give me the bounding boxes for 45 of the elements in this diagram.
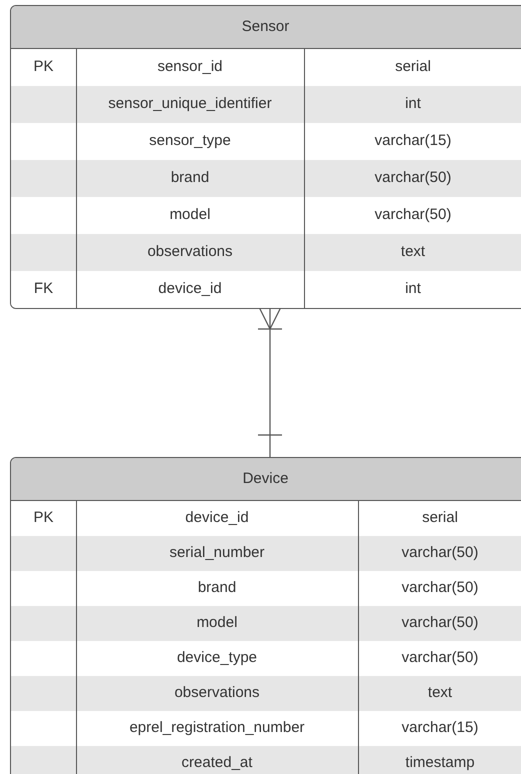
- column-type: varchar(50): [374, 168, 452, 188]
- table-row: [11, 86, 521, 123]
- column-name: observations: [147, 242, 233, 262]
- column-name: observations: [174, 683, 260, 704]
- column-name: device_type: [176, 648, 258, 668]
- key-label: FK: [34, 279, 54, 300]
- column-type: text: [428, 683, 452, 704]
- column-name: brand: [198, 578, 236, 598]
- column-name: device_id: [158, 279, 222, 300]
- column-type: varchar(15): [402, 718, 478, 738]
- table-header: Device: [11, 458, 521, 501]
- entity-table: [10, 457, 521, 774]
- table-row: [11, 160, 521, 197]
- column-name: sensor_unique_identifier: [108, 94, 272, 114]
- column-type: varchar(50): [402, 613, 478, 634]
- column-name: serial_number: [169, 543, 265, 564]
- table-row: [11, 606, 521, 641]
- column-type: int: [405, 94, 421, 114]
- column-name: sensor_id: [157, 57, 223, 78]
- relationship-line: [257, 306, 283, 457]
- column-type: varchar(50): [402, 543, 478, 564]
- entity-table: [10, 5, 521, 309]
- table-row: [11, 676, 521, 711]
- table-header: Sensor: [11, 6, 521, 49]
- column-name: eprel_registration_number: [129, 718, 305, 738]
- key-label: PK: [33, 508, 54, 528]
- table-row: [11, 536, 521, 571]
- table-row: [11, 746, 521, 774]
- column-type: timestamp: [405, 753, 475, 774]
- column-name: device_id: [185, 508, 249, 528]
- column-name: created_at: [182, 753, 252, 774]
- column-type: varchar(15): [374, 131, 452, 152]
- column-type: text: [400, 242, 426, 262]
- column-type: varchar(50): [374, 205, 452, 226]
- key-label: PK: [33, 57, 54, 78]
- column-type: varchar(50): [402, 648, 478, 668]
- column-type: varchar(50): [402, 578, 478, 598]
- column-name: model: [170, 205, 210, 226]
- column-type: int: [405, 279, 421, 300]
- column-name: sensor_type: [149, 131, 231, 152]
- column-name: brand: [170, 168, 210, 188]
- column-type: serial: [422, 508, 458, 528]
- table-row: [11, 234, 521, 271]
- column-name: model: [196, 613, 238, 634]
- column-type: serial: [395, 57, 431, 78]
